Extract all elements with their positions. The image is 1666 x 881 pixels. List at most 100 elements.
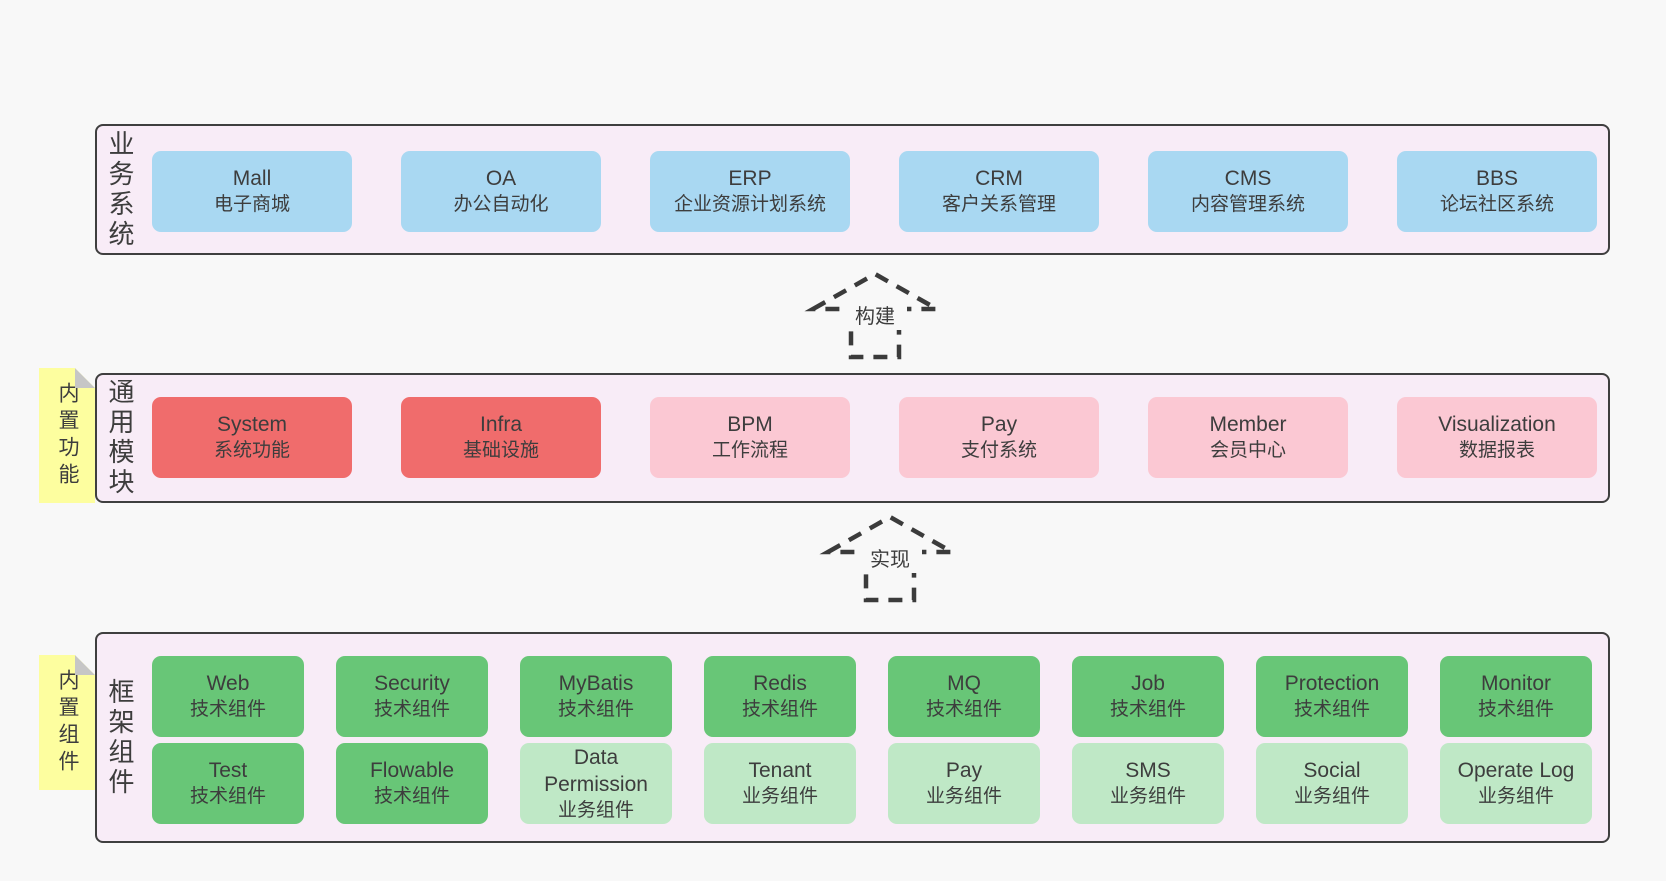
- implement-arrow-label-plate: [858, 543, 922, 573]
- box-name: MQ: [947, 672, 981, 695]
- implement-arrow: 实现: [819, 514, 961, 603]
- box-name: Protection: [1284, 672, 1380, 695]
- arch-box-social: Social 业务组件: [1256, 743, 1408, 824]
- arch-box-mq: MQ 技术组件: [888, 656, 1040, 737]
- box-subtitle: 系统功能: [213, 440, 290, 461]
- implement-arrow-label: 实现: [870, 548, 910, 571]
- box-subtitle: 企业资源计划系统: [673, 194, 826, 215]
- built-in-features-note: 内置功能: [39, 368, 95, 503]
- layer-components-label: 框架组件: [105, 677, 135, 798]
- box-name: SMS: [1125, 759, 1171, 782]
- layer-modules-label: 通用模块: [105, 378, 135, 498]
- note-fold-icon: [75, 368, 95, 388]
- box-subtitle: 业务组件: [1477, 786, 1554, 807]
- arch-box-test: Test 技术组件: [152, 743, 304, 824]
- box-name: Member: [1209, 413, 1287, 436]
- arch-box-bbs: BBS 论坛社区系统: [1397, 151, 1597, 232]
- arch-box-protection: Protection 技术组件: [1256, 656, 1408, 737]
- box-name: Mall: [232, 167, 272, 190]
- box-subtitle: 技术组件: [373, 786, 450, 807]
- box-subtitle: 业务组件: [557, 799, 634, 821]
- box-name: Redis: [753, 672, 807, 695]
- build-arrow-label-plate: [843, 300, 907, 330]
- arch-box-web: Web 技术组件: [152, 656, 304, 737]
- arch-box-pay: Pay 支付系统: [899, 397, 1099, 478]
- box-subtitle: 工作流程: [711, 440, 788, 461]
- box-name: Monitor: [1480, 672, 1552, 695]
- box-name: Social: [1303, 759, 1361, 782]
- box-name: Web: [206, 672, 250, 695]
- box-name: OA: [485, 167, 517, 190]
- box-subtitle: 办公自动化: [453, 194, 549, 215]
- arch-box-bpm: BPM 工作流程: [650, 397, 850, 478]
- box-name: BPM: [727, 413, 773, 436]
- box-name: Security: [374, 672, 450, 695]
- arch-box-security: Security 技术组件: [336, 656, 488, 737]
- box-subtitle: 内容管理系统: [1190, 194, 1305, 215]
- arch-box-job: Job 技术组件: [1072, 656, 1224, 737]
- box-subtitle: 技术组件: [1109, 699, 1186, 720]
- box-subtitle: 业务组件: [1293, 786, 1370, 807]
- note-fold-icon: [75, 655, 95, 675]
- built-in-components-note: 内置组件: [39, 655, 95, 790]
- box-name: Pay: [980, 413, 1018, 436]
- box-name: CRM: [975, 167, 1023, 190]
- arch-box-operate-log: Operate Log 业务组件: [1440, 743, 1592, 824]
- built-in-features-note-text: 内置功能: [56, 381, 79, 490]
- box-name: BBS: [1475, 167, 1519, 190]
- box-subtitle: 技术组件: [741, 699, 818, 720]
- box-name: ERP: [728, 167, 772, 190]
- layer-business-label: 业务系统: [105, 129, 135, 250]
- arch-box-monitor: Monitor 技术组件: [1440, 656, 1592, 737]
- box-name: Job: [1131, 672, 1165, 695]
- arch-box-data-permission: Data Permission 业务组件: [520, 743, 672, 824]
- box-name: Pay: [945, 759, 983, 782]
- box-subtitle: 客户关系管理: [941, 194, 1056, 215]
- box-subtitle: 数据报表: [1458, 440, 1535, 461]
- box-subtitle: 技术组件: [373, 699, 450, 720]
- arch-box-crm: CRM 客户关系管理: [899, 151, 1099, 232]
- arch-box-visualization: Visualization 数据报表: [1397, 397, 1597, 478]
- box-subtitle: 业务组件: [741, 786, 818, 807]
- box-subtitle: 技术组件: [557, 699, 634, 720]
- box-subtitle: 技术组件: [1477, 699, 1554, 720]
- box-subtitle: 技术组件: [925, 699, 1002, 720]
- arch-box-sms: SMS 业务组件: [1072, 743, 1224, 824]
- box-name: Data Permission: [544, 745, 648, 796]
- arch-box-pay: Pay 业务组件: [888, 743, 1040, 824]
- box-name: Visualization: [1438, 413, 1556, 436]
- box-subtitle: 技术组件: [189, 786, 266, 807]
- box-subtitle: 论坛社区系统: [1439, 194, 1554, 215]
- arch-box-cms: CMS 内容管理系统: [1148, 151, 1348, 232]
- box-name: Flowable: [369, 759, 455, 782]
- box-subtitle: 业务组件: [1109, 786, 1186, 807]
- build-arrow: 构建: [804, 271, 946, 360]
- box-subtitle: 业务组件: [925, 786, 1002, 807]
- box-subtitle: 支付系统: [960, 440, 1037, 461]
- box-name: Test: [208, 759, 248, 782]
- arch-box-erp: ERP 企业资源计划系统: [650, 151, 850, 232]
- arch-box-mybatis: MyBatis 技术组件: [520, 656, 672, 737]
- arch-box-redis: Redis 技术组件: [704, 656, 856, 737]
- box-name: Operate Log: [1457, 759, 1575, 782]
- box-subtitle: 技术组件: [189, 699, 266, 720]
- box-name: MyBatis: [558, 672, 634, 695]
- box-name: Tenant: [748, 759, 812, 782]
- built-in-components-note-text: 内置组件: [56, 668, 79, 777]
- build-arrow-label: 构建: [855, 305, 895, 328]
- box-subtitle: 基础设施: [462, 440, 539, 461]
- box-subtitle: 技术组件: [1293, 699, 1370, 720]
- box-name: CMS: [1224, 167, 1272, 190]
- arch-box-tenant: Tenant 业务组件: [704, 743, 856, 824]
